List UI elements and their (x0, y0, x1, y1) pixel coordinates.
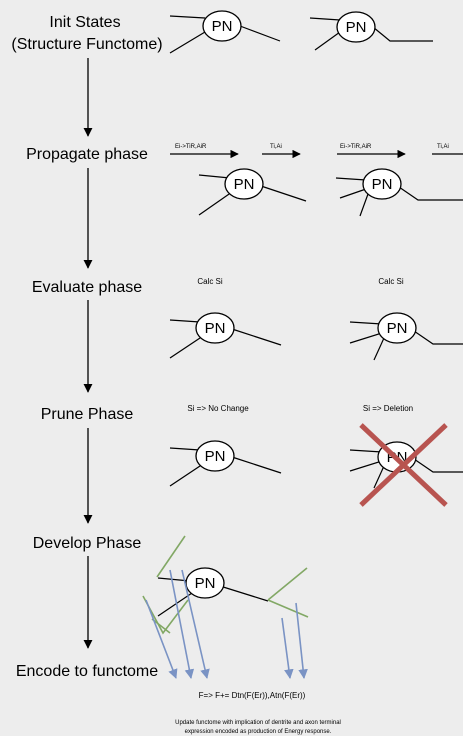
neuron-label: PN (387, 320, 408, 337)
prune-phase-label: Prune Phase (41, 406, 134, 423)
propagate-neuron-right: PN (335, 168, 463, 217)
prune-no-change-label: Si => No Change (187, 404, 249, 413)
neuron-node (185, 567, 225, 599)
terminal-expression-arrows (145, 569, 308, 679)
neuron-label: PN (205, 448, 226, 465)
init-neuron-left: PN (169, 10, 281, 54)
prune-neuron-left: PN (169, 440, 282, 487)
evaluate-calc-label-left: Calc Si (197, 277, 223, 286)
encode-functome-label: Encode to functome (16, 663, 158, 680)
develop-phase-label: Develop Phase (33, 535, 142, 552)
dendrite-terminal-arrow (145, 599, 178, 679)
prune-deletion-label: Si => Deletion (363, 404, 413, 413)
axon-terminal-arrow (281, 617, 294, 679)
evaluate-neuron-right: PN (349, 312, 463, 361)
neuron-node (362, 168, 402, 200)
develop-formula: F=> F+= Dtn(F(Er)),Atn(F(Er)) (199, 691, 306, 700)
neuron-node (195, 312, 235, 344)
propagate-input-label: Ei->TiR,AiR (175, 144, 207, 150)
structure-functome-label: (Structure Functome) (11, 36, 162, 53)
propagate-signal-labels: Ei->TiR,AiR Ti,Ai Ei->TiR,AiR Ti,Ai (170, 144, 463, 159)
prune-neuron-right-deleted: PN (349, 423, 463, 507)
neuron-label: PN (346, 19, 367, 36)
init-states-label: Init States (49, 14, 120, 31)
evaluate-neuron-left: PN (169, 312, 282, 359)
neuron-label: PN (195, 575, 216, 592)
footer-line-1: Update functome with implication of dent… (175, 720, 341, 726)
propagate-output-label-right: Ti,Ai (437, 144, 449, 150)
init-neuron-right: PN (309, 11, 433, 51)
neuron-label: PN (212, 18, 233, 35)
neuron-label: PN (372, 176, 393, 193)
propagate-neuron-left: PN (198, 168, 307, 216)
propagate-input-label-right: Ei->TiR,AiR (340, 144, 372, 150)
neuron-node (336, 11, 376, 43)
neuron-node (195, 440, 235, 472)
footer-line-2: expression encoded as production of Ener… (185, 729, 332, 735)
evaluate-calc-label-right: Calc Si (378, 277, 404, 286)
neuron-node (377, 312, 417, 344)
propagate-phase-label: Propagate phase (26, 146, 148, 163)
propagate-output-label: Ti,Ai (270, 144, 282, 150)
dendrite-growth-branch (156, 535, 186, 578)
deletion-cross-icon (359, 423, 448, 507)
dendrite-terminal-arrow (169, 569, 195, 679)
axon-growth-branch (267, 599, 309, 618)
neuron-node (224, 168, 264, 200)
develop-neuron: PN (142, 535, 309, 635)
neuron-node (202, 10, 242, 42)
evaluate-phase-label: Evaluate phase (32, 279, 142, 296)
dendrite-terminal-arrow (181, 569, 210, 679)
phase-labels: Init States (Structure Functome) Propaga… (11, 14, 162, 680)
neuron-label: PN (234, 176, 255, 193)
axon-growth-branch (267, 567, 308, 601)
axon-terminal-arrow (295, 602, 308, 679)
neuron-label: PN (205, 320, 226, 337)
